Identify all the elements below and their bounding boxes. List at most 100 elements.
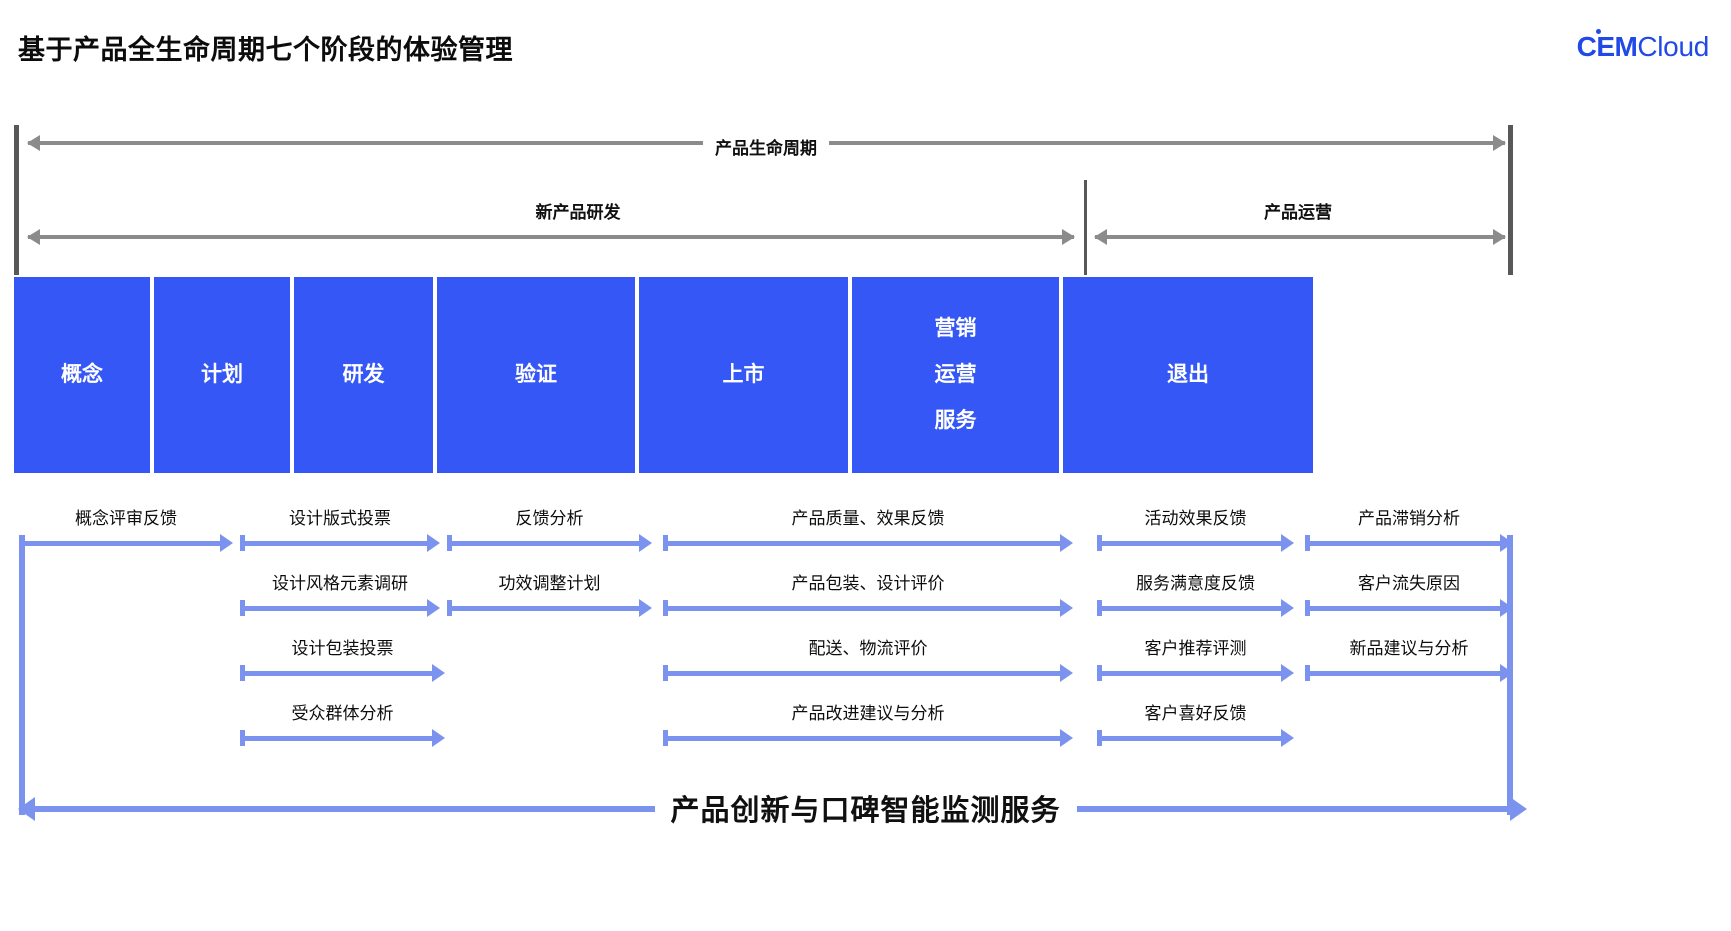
flow-arrow-r1-c4[interactable] <box>663 534 1073 552</box>
arrow-line <box>447 541 643 546</box>
flow-arrow-r2-c1[interactable] <box>240 599 440 617</box>
arrow-line <box>663 606 1064 611</box>
rnd-phase-arrow <box>27 228 1075 246</box>
arrow-head <box>1281 664 1294 682</box>
flow-left-rail <box>19 535 25 815</box>
flow-arrow-r3-c3[interactable] <box>1097 664 1294 682</box>
stage-label: 计划 <box>201 362 243 386</box>
arrow-head <box>639 599 652 617</box>
cemcloud-logo: CEMCloud <box>1576 29 1709 62</box>
flow-arrow-label-r1-c4: 产品质量、效果反馈 <box>791 509 945 528</box>
logo-mark-text: CEM <box>1576 29 1638 62</box>
flow-arrow-label-r2-c2: 功效调整计划 <box>498 574 601 593</box>
arrow-line <box>1305 671 1504 676</box>
ops-phase-arrow-head-left <box>1094 229 1107 245</box>
flow-arrow-r3-c2[interactable] <box>663 664 1073 682</box>
arrow-line <box>663 671 1064 676</box>
banner-arrow-head-right <box>1510 797 1527 821</box>
arrow-line <box>1097 606 1285 611</box>
stage-label: 研发 <box>342 362 385 386</box>
flow-arrow-label-r2-c3: 产品包装、设计评价 <box>791 574 945 593</box>
arrow-line <box>240 671 436 676</box>
flow-arrow-label-r1-c5: 活动效果反馈 <box>1144 509 1247 528</box>
stage-box-7[interactable]: 退出 <box>1063 277 1313 473</box>
arrow-head <box>1281 599 1294 617</box>
flow-arrow-r4-c3[interactable] <box>1097 729 1294 747</box>
rnd-phase-label: 新产品研发 <box>523 198 633 223</box>
arrow-head <box>427 599 440 617</box>
arrow-line <box>1097 671 1285 676</box>
arrow-line <box>240 541 431 546</box>
flow-arrow-r2-c5[interactable] <box>1305 599 1513 617</box>
flow-arrow-label-r1-c6: 产品滞销分析 <box>1358 509 1460 528</box>
flow-arrow-label-r2-c5: 客户流失原因 <box>1358 574 1460 593</box>
flow-arrow-r3-c4[interactable] <box>1305 664 1513 682</box>
ops-phase-arrow <box>1094 228 1506 246</box>
banner-arrow-head-left <box>18 797 35 821</box>
flow-arrow-label-r4-c3: 客户喜好反馈 <box>1144 704 1247 723</box>
stage-label: 退出 <box>1167 362 1209 386</box>
stage-box-3[interactable]: 研发 <box>294 277 435 473</box>
stage-box-1[interactable]: 概念 <box>14 277 152 473</box>
flow-arrow-r1-c3[interactable] <box>447 534 652 552</box>
flow-arrow-label-r2-c4: 服务满意度反馈 <box>1136 574 1255 593</box>
flow-arrow-label-r2-c1: 设计风格元素调研 <box>272 574 408 593</box>
lifecycle-label: 产品生命周期 <box>703 134 829 159</box>
page-title: 基于产品全生命周期七个阶段的体验管理 <box>18 35 513 65</box>
arrow-head <box>432 664 445 682</box>
ops-phase-label: 产品运营 <box>1252 198 1344 223</box>
arrow-head <box>1281 729 1294 747</box>
stage-label: 上市 <box>722 362 765 386</box>
phase-divider <box>1084 180 1087 275</box>
stage-label: 营销 运营 服务 <box>934 316 977 433</box>
bracket-right-endbar <box>1508 125 1513 275</box>
flow-arrow-label-r3-c4: 新品建议与分析 <box>1349 639 1469 658</box>
arrow-line <box>1097 736 1285 741</box>
arrow-line <box>19 541 224 546</box>
arrow-head <box>1500 534 1513 552</box>
stage-box-6[interactable]: 营销 运营 服务 <box>852 277 1061 473</box>
arrow-head <box>1060 729 1073 747</box>
flow-arrow-label-r3-c1: 设计包装投票 <box>291 639 394 658</box>
bracket-left-endbar <box>14 125 19 275</box>
flow-arrow-label-r1-c2: 设计版式投票 <box>289 509 391 528</box>
flow-arrow-r2-c3[interactable] <box>663 599 1073 617</box>
lifecycle-arrow-head-right <box>1493 135 1506 151</box>
flow-arrow-r4-c2[interactable] <box>663 729 1073 747</box>
arrow-line <box>663 736 1064 741</box>
stage-box-5[interactable]: 上市 <box>639 277 850 473</box>
stage-box-row: 概念 计划 研发 验证 上市 营销 运营 服务 退出 <box>14 277 1313 473</box>
flow-arrow-label-r1-c1: 概念评审反馈 <box>75 509 177 528</box>
arrow-head <box>1281 534 1294 552</box>
arrow-head <box>1500 599 1513 617</box>
flow-arrow-label-r3-c2: 配送、物流评价 <box>808 639 928 658</box>
flow-arrow-r2-c2[interactable] <box>447 599 652 617</box>
rnd-phase-arrow-line <box>28 235 1074 239</box>
flow-arrow-r1-c2[interactable] <box>240 534 440 552</box>
stage-box-4[interactable]: 验证 <box>437 277 637 473</box>
flow-arrow-r4-c1[interactable] <box>240 729 445 747</box>
flow-arrow-r1-c1[interactable] <box>19 534 233 552</box>
arrow-line <box>1097 541 1285 546</box>
arrow-head <box>1060 599 1073 617</box>
flow-arrow-r1-c6[interactable] <box>1305 534 1513 552</box>
flow-arrow-r3-c1[interactable] <box>240 664 445 682</box>
flow-arrow-r2-c4[interactable] <box>1097 599 1294 617</box>
ops-phase-arrow-head-right <box>1493 229 1506 245</box>
arrow-head <box>1060 534 1073 552</box>
lifecycle-arrow-head-left <box>27 135 40 151</box>
arrow-line <box>1305 606 1504 611</box>
arrow-line <box>240 736 436 741</box>
stage-label: 验证 <box>515 362 557 386</box>
arrow-head <box>1500 664 1513 682</box>
arrow-head <box>220 534 233 552</box>
arrow-line <box>240 606 431 611</box>
arrow-head <box>639 534 652 552</box>
flow-arrow-r1-c5[interactable] <box>1097 534 1294 552</box>
banner-label: 产品创新与口碑智能监测服务 <box>654 787 1077 829</box>
arrow-head <box>427 534 440 552</box>
arrow-line <box>1305 541 1504 546</box>
arrow-head <box>432 729 445 747</box>
rnd-phase-arrow-head-right <box>1062 229 1075 245</box>
stage-box-2[interactable]: 计划 <box>154 277 292 473</box>
